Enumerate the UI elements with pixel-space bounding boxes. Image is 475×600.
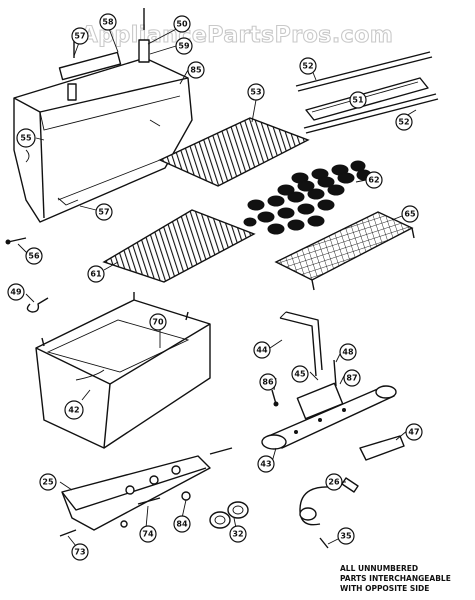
firebox-42 bbox=[35, 292, 211, 449]
callout-47: 47 bbox=[405, 423, 423, 441]
callout-35: 35 bbox=[337, 527, 355, 545]
svg-text:50: 50 bbox=[176, 20, 188, 29]
svg-text:57: 57 bbox=[74, 32, 85, 41]
svg-text:48: 48 bbox=[342, 348, 354, 357]
cooking-grate-53 bbox=[158, 117, 310, 187]
callout-84: 84 bbox=[173, 515, 191, 533]
svg-text:59: 59 bbox=[178, 42, 190, 51]
callout-62: 62 bbox=[365, 171, 383, 189]
screw-86 bbox=[271, 389, 279, 407]
svg-text:53: 53 bbox=[250, 88, 261, 97]
lid-assembly bbox=[13, 8, 193, 223]
svg-text:85: 85 bbox=[190, 66, 202, 75]
rock-grate-65 bbox=[274, 211, 415, 291]
screw-48 bbox=[333, 359, 337, 387]
screw-56 bbox=[5, 237, 27, 245]
footnote-line-3: WITH OPPOSITE SIDE bbox=[340, 584, 429, 593]
callout-58: 58 bbox=[99, 13, 117, 31]
footnote: ALL UNNUMBERED PARTS INTERCHANGEABLE WIT… bbox=[340, 564, 451, 593]
svg-text:84: 84 bbox=[176, 520, 188, 529]
svg-text:86: 86 bbox=[262, 378, 274, 387]
burner-tube-44 bbox=[279, 311, 323, 377]
footnote-line-1: ALL UNNUMBERED bbox=[340, 564, 418, 573]
svg-text:65: 65 bbox=[404, 210, 416, 219]
callout-44: 44 bbox=[253, 341, 271, 359]
svg-text:43: 43 bbox=[260, 460, 271, 469]
svg-text:55: 55 bbox=[20, 134, 32, 143]
svg-text:87: 87 bbox=[346, 374, 357, 383]
callout-85: 85 bbox=[187, 61, 205, 79]
svg-text:73: 73 bbox=[74, 548, 85, 557]
callout-51: 51 bbox=[349, 91, 367, 109]
svg-text:58: 58 bbox=[102, 18, 114, 27]
knobs-32 bbox=[209, 501, 249, 529]
svg-text:32: 32 bbox=[232, 530, 243, 539]
burner-43 bbox=[261, 382, 397, 450]
callout-42: 42 bbox=[64, 400, 84, 420]
nut-84 bbox=[181, 491, 191, 501]
callout-86: 86 bbox=[259, 373, 277, 391]
svg-text:62: 62 bbox=[368, 176, 379, 185]
callout-49: 49 bbox=[7, 283, 25, 301]
callout-52a: 52 bbox=[299, 57, 317, 75]
svg-text:49: 49 bbox=[10, 288, 22, 297]
callout-50: 50 bbox=[173, 15, 191, 33]
watermark-text: AppliancePartsPros.com bbox=[81, 23, 394, 48]
clip-49 bbox=[26, 297, 49, 313]
screw-73 bbox=[59, 529, 77, 537]
callout-57a: 57 bbox=[71, 27, 89, 45]
callout-73: 73 bbox=[71, 543, 89, 561]
control-panel-25 bbox=[61, 447, 233, 531]
callout-32: 32 bbox=[229, 525, 247, 543]
svg-text:44: 44 bbox=[256, 346, 268, 355]
svg-text:42: 42 bbox=[68, 406, 79, 415]
svg-text:74: 74 bbox=[142, 530, 154, 539]
igniter-47 bbox=[359, 435, 405, 461]
callout-87: 87 bbox=[343, 369, 361, 387]
callout-74: 74 bbox=[139, 525, 157, 543]
svg-text:25: 25 bbox=[42, 478, 54, 487]
svg-text:35: 35 bbox=[340, 532, 352, 541]
callout-56: 56 bbox=[25, 247, 43, 265]
svg-text:45: 45 bbox=[294, 370, 306, 379]
svg-text:61: 61 bbox=[90, 270, 102, 279]
washer bbox=[120, 520, 128, 528]
callout-57b: 57 bbox=[95, 203, 113, 221]
callout-55: 55 bbox=[16, 128, 36, 148]
svg-text:52: 52 bbox=[398, 118, 409, 127]
callout-65: 65 bbox=[401, 205, 419, 223]
callout-43: 43 bbox=[257, 455, 275, 473]
lava-rocks-62 bbox=[243, 160, 372, 235]
igniter-wire-35 bbox=[299, 477, 359, 549]
callout-53: 53 bbox=[247, 83, 265, 101]
callout-59: 59 bbox=[175, 37, 193, 55]
warming-shelf-assembly bbox=[295, 51, 439, 134]
cooking-grate-61 bbox=[102, 209, 256, 283]
callout-61: 61 bbox=[87, 265, 105, 283]
svg-text:70: 70 bbox=[152, 318, 164, 327]
svg-text:57: 57 bbox=[98, 208, 109, 217]
screw-74 bbox=[137, 497, 161, 505]
callout-70: 70 bbox=[149, 313, 167, 331]
footnote-line-2: PARTS INTERCHANGEABLE bbox=[340, 574, 451, 583]
svg-text:47: 47 bbox=[408, 428, 419, 437]
callout-48: 48 bbox=[339, 343, 357, 361]
callout-26: 26 bbox=[325, 473, 343, 491]
callout-52b: 52 bbox=[395, 113, 413, 131]
callout-45: 45 bbox=[291, 365, 309, 383]
svg-text:26: 26 bbox=[328, 478, 340, 487]
svg-text:56: 56 bbox=[28, 252, 40, 261]
svg-text:51: 51 bbox=[352, 96, 364, 105]
svg-text:52: 52 bbox=[302, 62, 313, 71]
callout-25: 25 bbox=[39, 473, 57, 491]
